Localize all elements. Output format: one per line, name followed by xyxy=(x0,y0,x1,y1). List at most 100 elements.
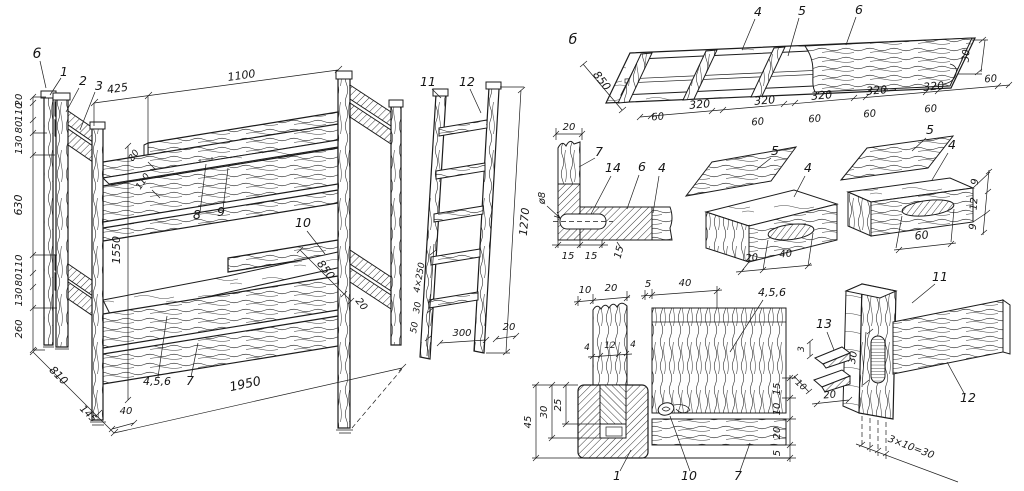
tenon-board xyxy=(592,302,628,386)
vertical-board-section xyxy=(557,183,581,241)
dim-10: 10 xyxy=(793,378,808,393)
rear-slat xyxy=(839,135,955,181)
dim-12: 12 xyxy=(968,197,980,211)
bunk-bed-isometric-view: 20 110 80 130 630 110 80 130 260 425 110… xyxy=(12,46,407,437)
post-cap xyxy=(335,70,353,80)
part-label-10: 10 xyxy=(295,215,311,230)
part-label-456: 4,5,6 xyxy=(143,375,171,388)
dim-15: 15 xyxy=(772,383,783,396)
post-cap xyxy=(388,99,404,108)
dim: 630 xyxy=(12,195,25,216)
part-label-2: 2 xyxy=(79,73,87,88)
part-label-11: 11 xyxy=(420,74,436,89)
part-label-5: 5 xyxy=(798,3,806,18)
part-label-8: 8 xyxy=(193,207,201,222)
dim-60: 60 xyxy=(863,108,877,120)
stile-top-face xyxy=(844,283,898,299)
dim-15: 15 xyxy=(562,251,575,262)
front-left-post xyxy=(55,98,69,348)
dim-20: 20 xyxy=(823,389,837,401)
post-corner-detail: 10 20 5 40 4 12 4 25 30 45 15 10 20 5 4,… xyxy=(523,278,796,483)
dim-45: 45 xyxy=(523,416,534,429)
dim-dowel-dia: ø8 xyxy=(537,192,548,205)
part-label-4: 4 xyxy=(754,4,762,19)
dim-15: 15 xyxy=(585,251,598,262)
dim-15: 15 xyxy=(613,245,627,260)
front-right-post xyxy=(337,77,351,429)
dim-60: 60 xyxy=(914,228,929,242)
dowel xyxy=(559,213,607,230)
panel-edge xyxy=(651,307,787,414)
part-label-5: 5 xyxy=(771,143,779,158)
dim-20: 20 xyxy=(745,252,759,264)
dim: 110 xyxy=(14,254,25,273)
view-letter: б xyxy=(569,32,578,48)
dim-30: 30 xyxy=(960,49,972,63)
vertical-board-grain xyxy=(557,140,581,185)
dim-60: 60 xyxy=(808,113,822,125)
part-label-9: 9 xyxy=(217,204,225,219)
part-label-7: 7 xyxy=(186,373,194,388)
sheet-curl xyxy=(943,63,957,85)
dim-20: 20 xyxy=(605,283,618,294)
dim-4: 4 xyxy=(584,343,590,353)
dim-40: 40 xyxy=(120,406,133,417)
dim-25: 25 xyxy=(553,399,564,412)
stile-cap xyxy=(485,81,502,90)
dim: 130 xyxy=(14,287,25,306)
part-label-7: 7 xyxy=(734,468,742,483)
dim-1950: 1950 xyxy=(228,373,262,394)
dim-20: 20 xyxy=(353,296,370,313)
dim-60: 60 xyxy=(924,103,938,115)
part-label-7: 7 xyxy=(595,144,603,159)
dim-12: 12 xyxy=(604,341,616,351)
rear-right-post xyxy=(390,105,402,346)
part-label-11: 11 xyxy=(932,269,948,284)
slatted-base-panel-view: 850 б 30 4 5 6 60 320 60 320 60 320 60 3… xyxy=(569,2,1013,129)
part-label-4: 4 xyxy=(804,160,812,175)
dim-30: 30 xyxy=(412,301,424,314)
part-label-10: 10 xyxy=(681,468,697,483)
ladder-view: 1270 4×250 30 50 300 20 11 12 xyxy=(409,74,532,360)
part-label-5: 5 xyxy=(926,122,934,137)
dim-1100: 1100 xyxy=(227,67,257,84)
dim: 110 xyxy=(14,102,25,121)
mortise-bottom xyxy=(605,426,623,437)
dim-4: 4 xyxy=(630,340,636,350)
rung-end-face xyxy=(1002,299,1011,355)
dim: 260 xyxy=(14,319,25,338)
fastener-clip xyxy=(657,402,675,416)
fastener-screw xyxy=(661,404,691,414)
dim-cap: 20 xyxy=(14,94,25,107)
dim-9: 9 xyxy=(968,223,980,230)
part-label-456: 4,5,6 xyxy=(758,286,786,299)
ladder-rungs xyxy=(428,119,488,309)
rung xyxy=(892,299,1004,375)
wedge-edge xyxy=(822,352,851,369)
dim-10: 10 xyxy=(579,285,592,296)
dim-50: 50 xyxy=(409,321,421,334)
dim: 80 xyxy=(14,121,25,134)
dim-850: 850 xyxy=(590,69,613,94)
dim-300: 300 xyxy=(452,328,471,339)
dim-320: 320 xyxy=(811,88,833,103)
dim-320: 320 xyxy=(689,97,711,112)
dim-20: 20 xyxy=(503,322,516,333)
part-label-13: 13 xyxy=(816,316,832,331)
dim-5: 5 xyxy=(772,450,783,456)
dim-60: 60 xyxy=(751,116,765,128)
post-cap xyxy=(52,92,71,101)
dim-40: 40 xyxy=(679,278,692,289)
post-cap xyxy=(89,121,106,130)
part-label-14: 14 xyxy=(605,160,621,175)
slat-block-detail-2: 9 12 9 60 5 4 xyxy=(839,122,993,254)
dim-320: 320 xyxy=(754,93,776,108)
part-label-1: 1 xyxy=(60,64,68,79)
dim-5: 5 xyxy=(645,279,651,290)
panel-sheet-cover xyxy=(804,37,973,93)
ladder-tenon-detail: 30 13 3 10 20 3×10=30 11 12 xyxy=(791,269,1011,483)
part-label-3: 3 xyxy=(95,78,103,93)
slat-block-detail-1: 20 40 5 4 xyxy=(684,143,839,276)
block-side-face xyxy=(847,191,872,237)
part-label-12: 12 xyxy=(960,390,976,405)
